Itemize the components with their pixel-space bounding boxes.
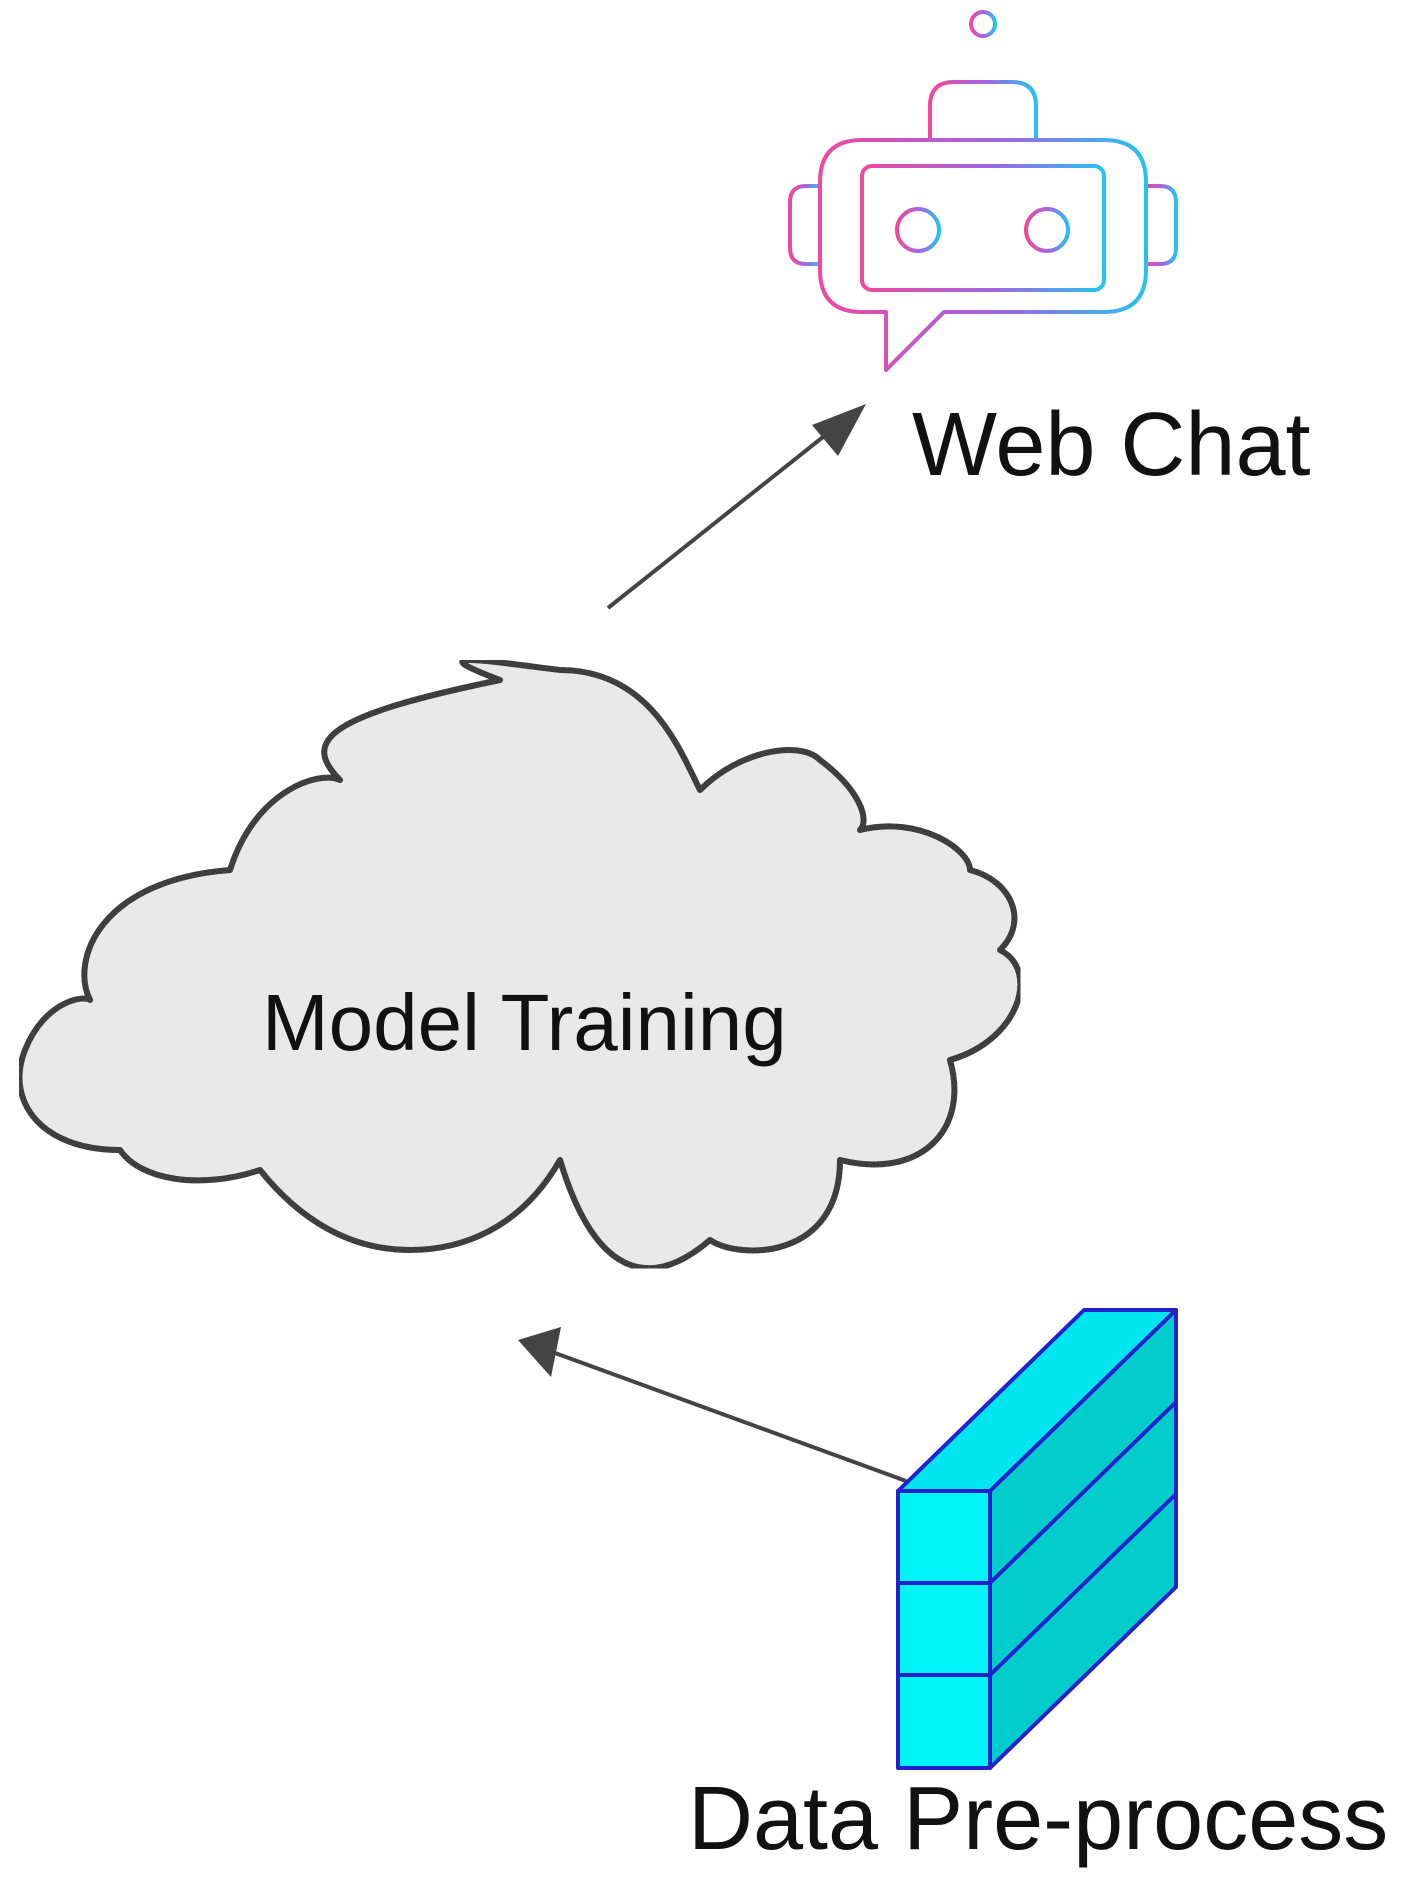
database-stack-icon xyxy=(896,1308,1178,1770)
arrow-data-to-model xyxy=(518,1327,907,1483)
data-preprocess-label: Data Pre-process xyxy=(688,1769,1389,1869)
arrow-model-to-webchat xyxy=(606,404,866,610)
web-chat-label: Web Chat xyxy=(912,395,1311,495)
chatbot-icon xyxy=(788,10,1178,372)
cloud-icon xyxy=(16,657,1024,1272)
model-training-label: Model Training xyxy=(262,978,787,1067)
